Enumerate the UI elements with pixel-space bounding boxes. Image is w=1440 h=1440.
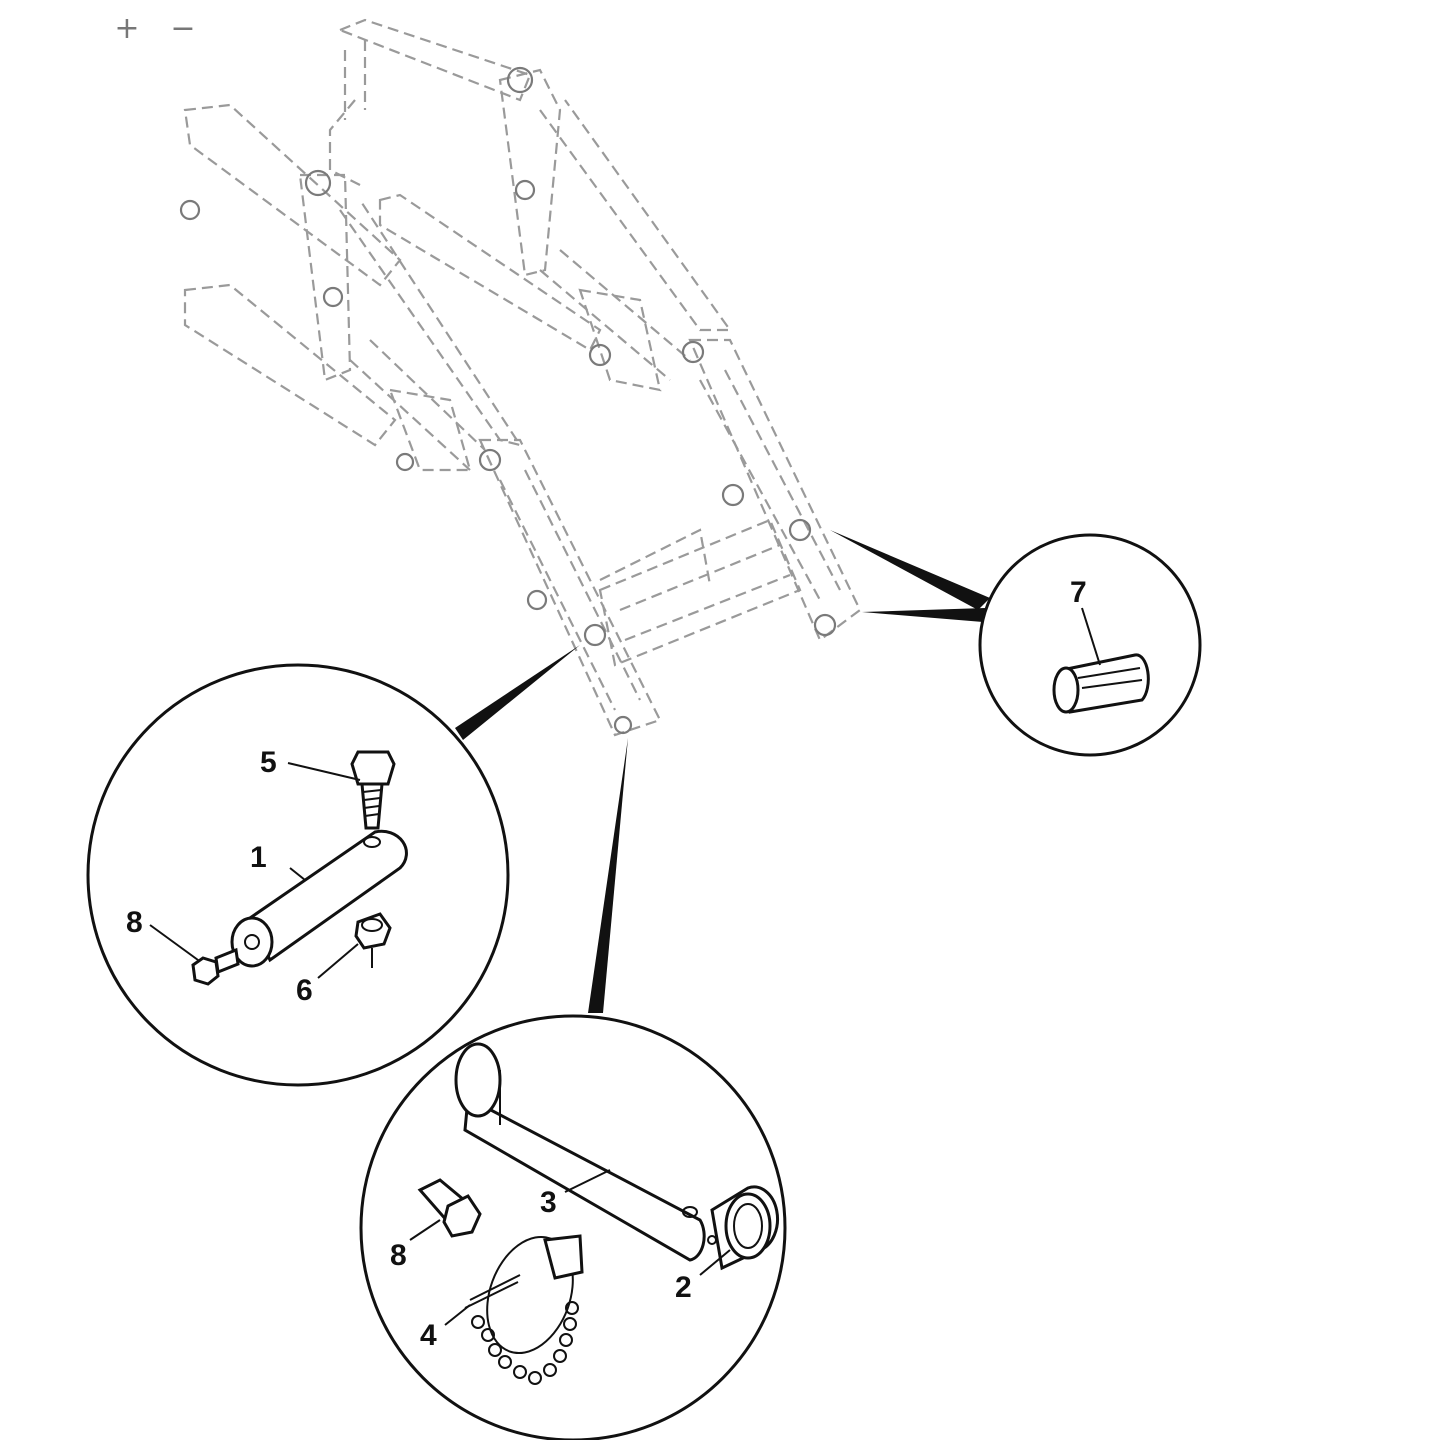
collar-part [707,1185,780,1271]
callout-4: 4 [420,1319,437,1352]
zoom-out-button[interactable]: − [166,12,200,46]
detail-circle-pivot-pin: 1 5 8 6 [86,663,510,1087]
bolt-part [350,750,396,830]
callout-8-pin: 8 [126,906,143,939]
chain [471,1301,579,1385]
grease-fitting-part [191,947,240,986]
zoom-in-button[interactable]: + [110,12,144,46]
bushing-part [1052,653,1150,714]
detail-circle-lower-pin: 3 2 8 4 [359,1014,787,1440]
callout-2: 2 [675,1271,692,1304]
lower-pin-part [454,1042,706,1262]
callout-3: 3 [540,1186,557,1219]
lower-grease-fitting-part [417,1178,482,1238]
callout-6: 6 [296,974,313,1007]
callout-1[interactable]: 1 [250,841,267,874]
lynch-pin-part [464,1234,584,1385]
zoom-controls: + − [110,12,200,46]
pivot-pin-part [230,829,408,968]
leader-lines [455,530,990,1013]
detail-circle-bushing: 7 [978,533,1202,757]
highlight-marker[interactable] [226,824,290,888]
callout-7: 7 [1070,576,1087,609]
callout-8-lower: 8 [390,1239,407,1272]
nut-part [354,912,392,950]
callout-5: 5 [260,746,277,779]
loader-frame [179,18,862,737]
